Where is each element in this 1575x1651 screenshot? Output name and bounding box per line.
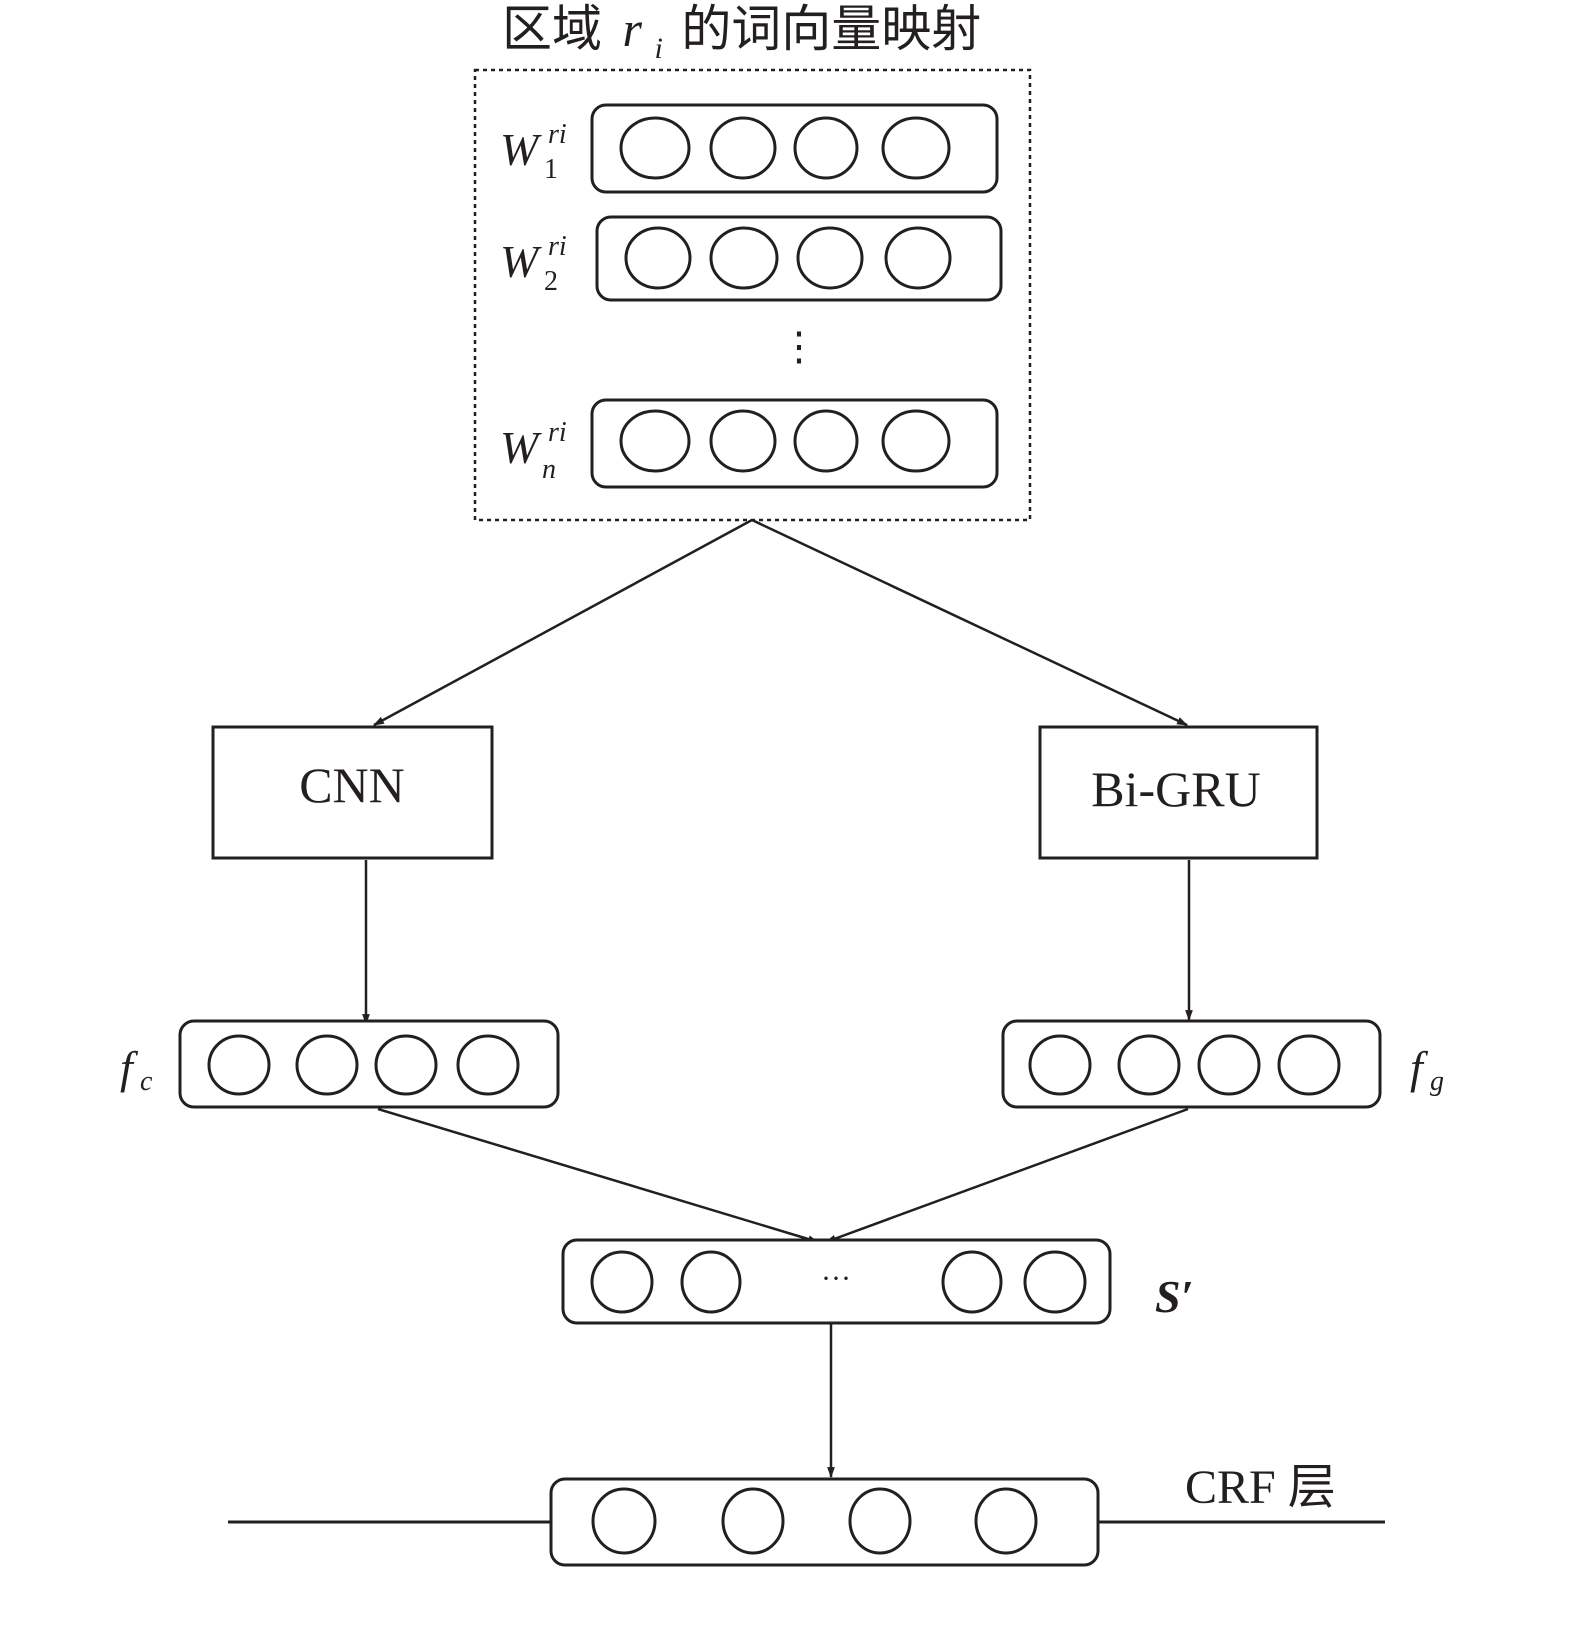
bigru-label: Bi-GRU [1091,761,1260,817]
node [884,226,952,290]
word-vector-row-1: W ri 1 [500,103,999,194]
node [624,226,692,290]
node [848,1487,912,1555]
node [721,1487,785,1555]
fc-vector-group: f c [120,1019,560,1109]
fc-label: f [120,1042,139,1093]
node [793,409,859,473]
fc-sub: c [140,1066,153,1097]
fc-vector [178,1019,560,1109]
node [456,1034,520,1096]
node [1023,1250,1087,1314]
node [709,409,777,473]
title-suffix: 的词向量映射 [681,1,981,57]
node [793,116,859,180]
edge-fc-to-s [377,1107,820,1244]
w1-sup: ri [548,119,567,150]
node [709,226,779,290]
edge-region-to-cnn [373,518,753,727]
node [207,1034,271,1096]
horizontal-ellipsis: ··· [821,1262,851,1295]
node [590,1250,654,1314]
word-vector-row-2: W ri 2 [500,215,1003,302]
w2-sup: ri [548,231,567,262]
fg-sub: g [1430,1066,1444,1097]
w2-label: W [500,236,542,287]
diagram-title: 区域 r i 的词向量映射 [502,1,981,69]
w1-label: W [500,124,542,175]
cnn-box [211,725,494,860]
node [1028,1034,1092,1096]
s-prime-vector-group: ··· S′ [561,1238,1194,1325]
node [680,1250,742,1314]
cnn-label: CNN [299,757,405,813]
s-prime-label: S′ [1155,1271,1194,1322]
node [709,116,777,180]
w1-sub: 1 [544,154,558,185]
wn-label: W [500,422,542,473]
node [619,409,691,473]
edge-region-to-bigru [751,518,1188,727]
title-prefix: 区域 [502,1,602,57]
title-var: r [623,1,643,57]
node [295,1034,359,1096]
w2-sub: 2 [544,266,558,297]
node [374,1034,438,1096]
fg-vector-group: f g [1001,1019,1444,1109]
node [881,409,951,473]
bigru-box [1038,725,1319,860]
node [1117,1034,1181,1096]
wn-sup: ri [548,417,567,448]
crf-vector [549,1477,1100,1567]
node [591,1487,657,1555]
node [881,116,951,180]
title-var-sub: i [654,32,662,65]
crf-label: CRF 层 [1185,1461,1336,1514]
fg-label: f [1410,1042,1429,1093]
edge-fg-to-s [824,1107,1189,1244]
vertical-ellipsis: ⋮ [779,324,819,369]
node [1277,1034,1341,1096]
word-vector-row-n: W ri n [500,398,999,489]
crf-layer-group: CRF 层 [228,1461,1385,1567]
node [1197,1034,1261,1096]
node [619,116,691,180]
wn-sub: n [542,454,556,485]
node [941,1250,1003,1314]
node [796,226,864,290]
node [974,1487,1038,1555]
